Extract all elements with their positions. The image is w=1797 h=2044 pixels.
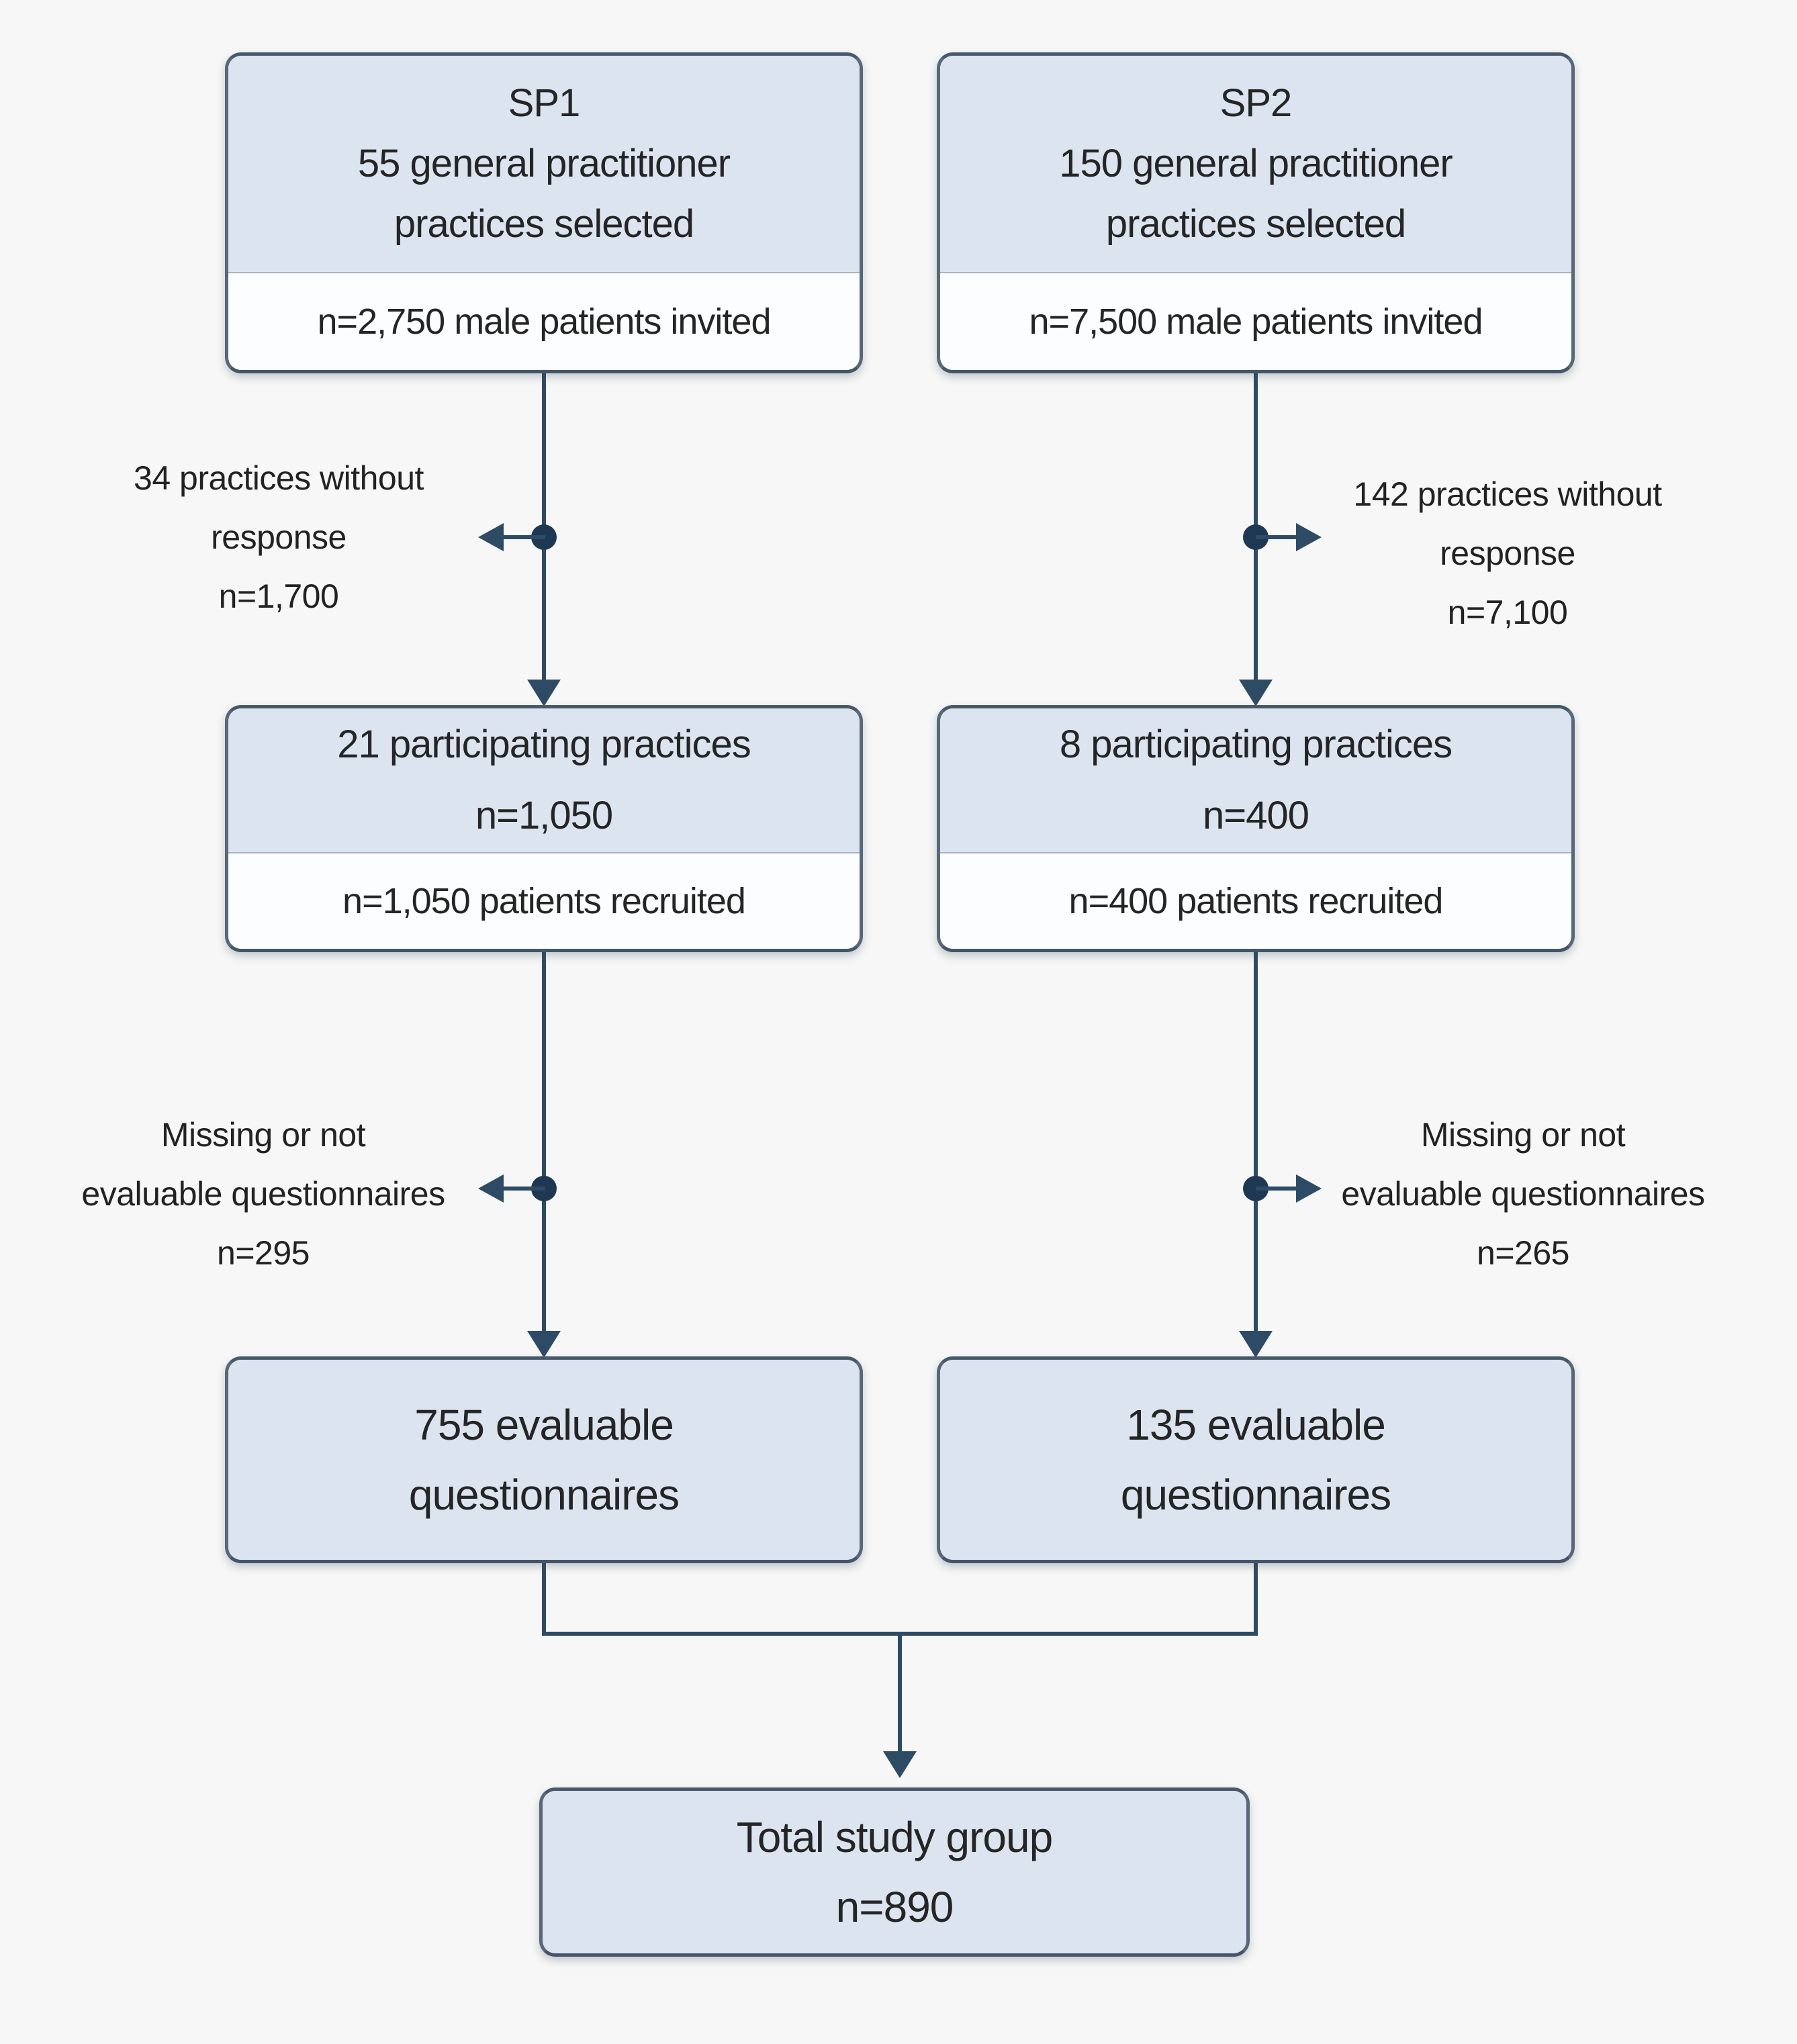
sp2-participating-box: 8 participating practices n=400 n=400 pa…: [937, 705, 1575, 952]
sp2-evaluable-line1: 135 evaluable: [1126, 1401, 1386, 1449]
sp1-nonresponse-value: n=1,700: [218, 577, 339, 615]
sp1-selected-box: SP1 55 general practitioner practices se…: [225, 52, 863, 373]
sp2-selected-box: SP2 150 general practitioner practices s…: [937, 52, 1575, 373]
sp2-evaluable-box: 135 evaluable questionnaires: [937, 1356, 1575, 1563]
sp2-nonresponse-line2: response: [1440, 535, 1575, 572]
sp1-participating-line1: 21 participating practices: [337, 722, 751, 766]
sp2-selected-line2: practices selected: [1105, 201, 1406, 246]
sp2-missing-line2: evaluable questionnaires: [1341, 1175, 1705, 1213]
sp2-missing-value: n=265: [1477, 1234, 1569, 1272]
total-study-group-line1: Total study group: [736, 1813, 1053, 1861]
sp1-missing-label: Missing or not evaluable questionnaires …: [42, 1105, 485, 1283]
arrow-merge-to-total-line: [898, 1632, 902, 1754]
sp2-participating-header: 8 participating practices n=400: [940, 708, 1571, 852]
sp1-recruited-text: n=1,050 patients recruited: [342, 880, 746, 921]
sp2-selected-line1: 150 general practitioner: [1059, 141, 1453, 185]
sp1-invited-section: n=2,750 male patients invited: [228, 271, 860, 370]
sp2-merge-drop-line: [1254, 1563, 1258, 1636]
sp2-missing-line1: Missing or not: [1420, 1116, 1626, 1154]
sp2-participating-line1: 8 participating practices: [1059, 722, 1453, 766]
sp1-recruited-section: n=1,050 patients recruited: [228, 851, 860, 949]
sp2-nonresponse-arrowhead-icon: [1296, 523, 1322, 551]
sp1-nonresponse-arrowhead-icon: [478, 523, 504, 551]
sp1-participating-line2: n=1,050: [475, 793, 613, 837]
sp1-title: SP1: [508, 81, 581, 125]
sp1-participating-box: 21 participating practices n=1,050 n=1,0…: [225, 705, 863, 952]
sp1-missing-line1: Missing or not: [160, 1116, 366, 1154]
sp1-nonresponse-line2: response: [211, 518, 347, 556]
sp2-arrow-top-to-mid-head-icon: [1239, 680, 1273, 706]
sp1-nonresponse-line1: 34 practices without: [134, 459, 424, 497]
sp2-nonresponse-branch-line: [1256, 535, 1299, 539]
sp1-evaluable-line2: questionnaires: [408, 1471, 680, 1519]
sp2-arrow-mid-to-bottom-head-icon: [1239, 1331, 1273, 1358]
sp1-selected-line2: practices selected: [394, 201, 694, 246]
sp1-merge-drop-line: [542, 1563, 546, 1636]
arrow-merge-to-total-head-icon: [883, 1751, 917, 1778]
sp2-evaluable-line2: questionnaires: [1120, 1471, 1391, 1519]
sp2-missing-arrowhead-icon: [1296, 1174, 1322, 1203]
sp1-arrow-top-to-mid-head-icon: [527, 680, 561, 706]
sp1-invited-text: n=2,750 male patients invited: [317, 301, 772, 342]
sp1-selected-header: SP1 55 general practitioner practices se…: [228, 56, 860, 272]
sp1-missing-branch-line: [502, 1187, 545, 1191]
sp1-missing-arrowhead-icon: [478, 1174, 504, 1203]
sp1-nonresponse-branch-line: [502, 535, 545, 539]
sp1-participating-header: 21 participating practices n=1,050: [228, 708, 860, 852]
sp2-missing-branch-line: [1256, 1187, 1299, 1191]
total-study-group-content: Total study group n=890: [543, 1791, 1246, 1953]
sp2-participating-line2: n=400: [1203, 793, 1309, 837]
sp1-arrow-mid-to-bottom-head-icon: [527, 1331, 561, 1358]
total-study-group-line2: n=890: [835, 1883, 954, 1931]
sp2-nonresponse-value: n=7,100: [1447, 594, 1568, 631]
sp2-recruited-section: n=400 patients recruited: [940, 851, 1571, 949]
sp1-evaluable-box: 755 evaluable questionnaires: [225, 1356, 863, 1563]
sp2-evaluable-content: 135 evaluable questionnaires: [940, 1360, 1571, 1560]
sp2-nonresponse-label: 142 practices without response n=7,100: [1293, 465, 1722, 642]
sp2-title: SP2: [1219, 81, 1293, 125]
sp1-nonresponse-label: 34 practices without response n=1,700: [64, 449, 494, 626]
sp2-invited-text: n=7,500 male patients invited: [1029, 301, 1483, 342]
sp2-recruited-text: n=400 patients recruited: [1068, 880, 1444, 921]
sp2-missing-label: Missing or not evaluable questionnaires …: [1295, 1105, 1751, 1283]
sp1-missing-line2: evaluable questionnaires: [81, 1175, 445, 1213]
sp1-evaluable-line1: 755 evaluable: [414, 1401, 674, 1449]
sp2-selected-header: SP2 150 general practitioner practices s…: [940, 56, 1571, 272]
sp1-evaluable-content: 755 evaluable questionnaires: [228, 1360, 860, 1560]
sp1-arrow-mid-to-bottom-line: [542, 952, 546, 1334]
total-study-group-box: Total study group n=890: [539, 1787, 1250, 1957]
sp2-arrow-mid-to-bottom-line: [1254, 952, 1258, 1334]
sp1-selected-line1: 55 general practitioner: [357, 141, 731, 185]
sp1-missing-value: n=295: [217, 1234, 310, 1272]
sp2-nonresponse-line1: 142 practices without: [1353, 475, 1662, 513]
sp2-invited-section: n=7,500 male patients invited: [940, 271, 1571, 370]
